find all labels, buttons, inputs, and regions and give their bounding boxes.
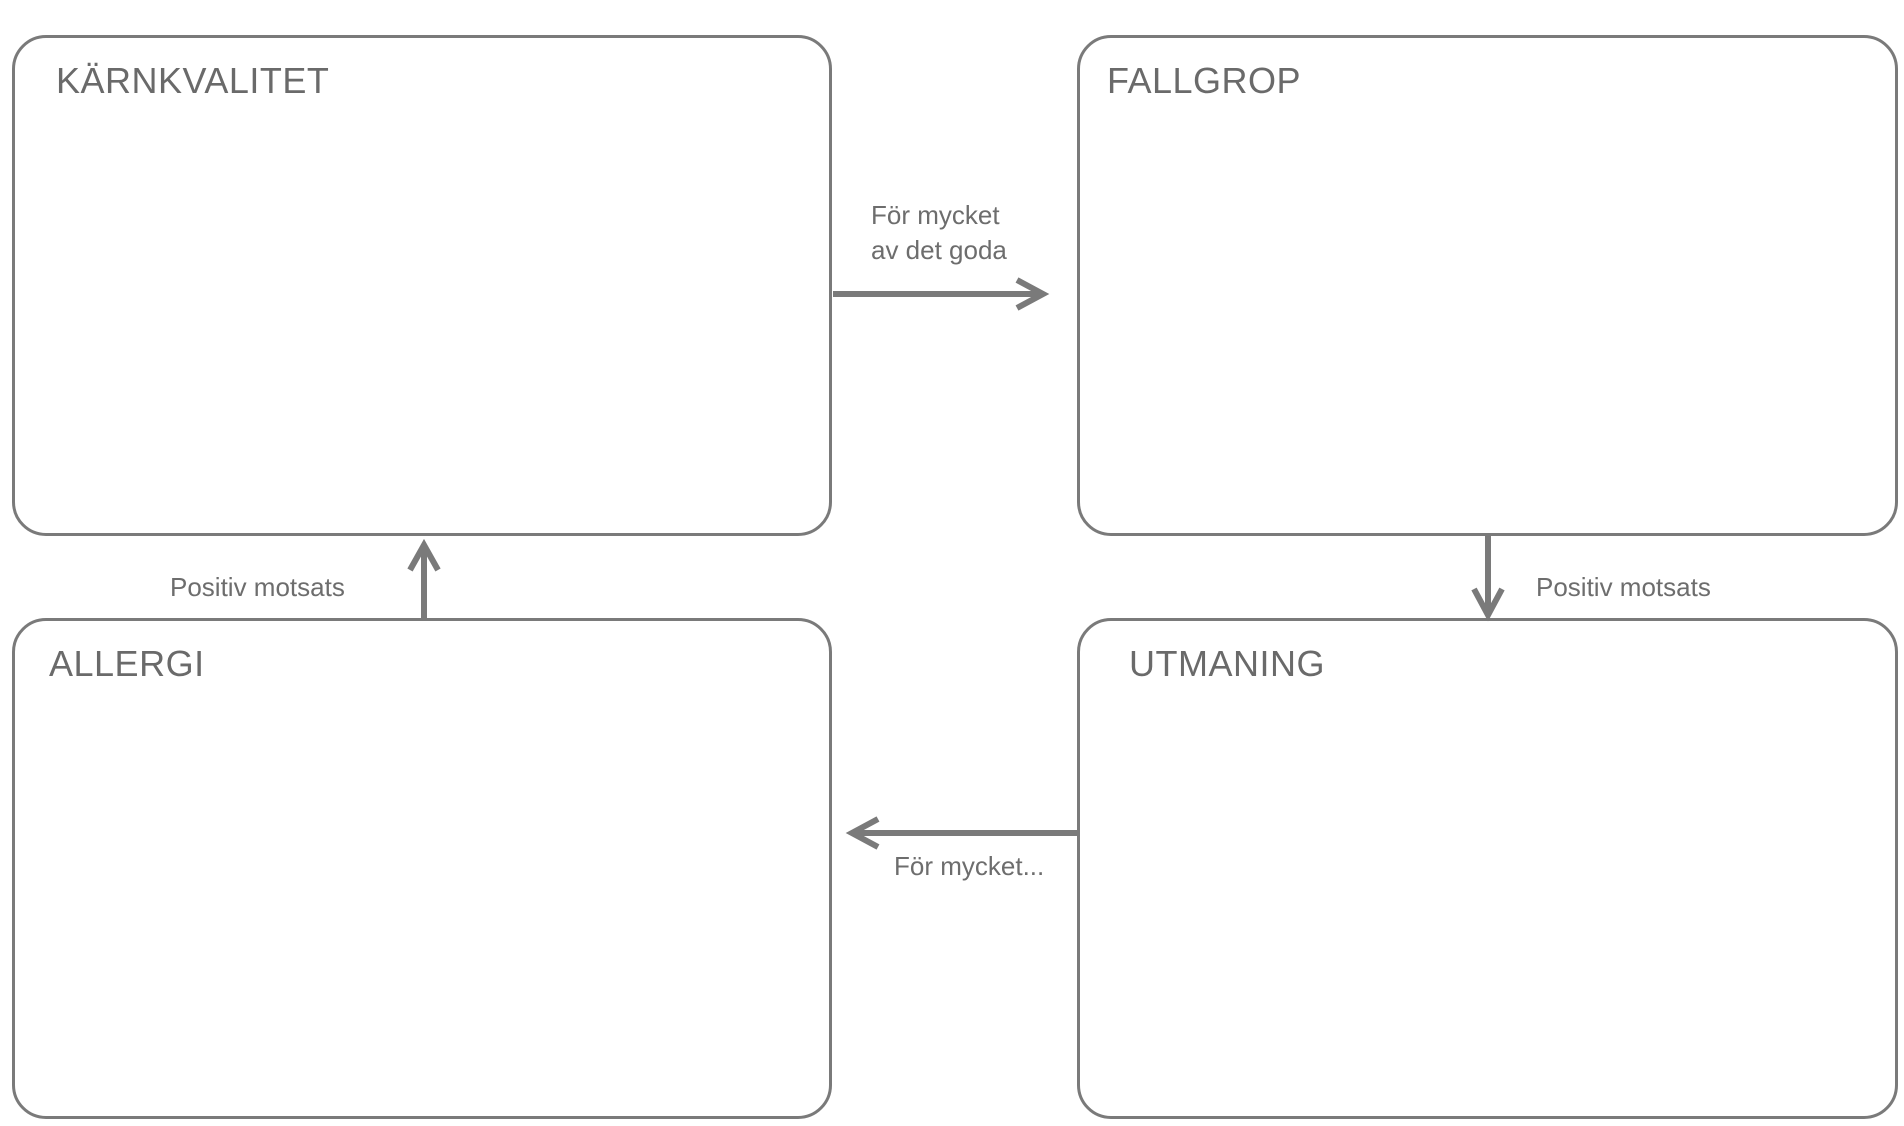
edge-label-pitfall-to-challenge: Positiv motsats — [1536, 572, 1711, 602]
edge-label-core-to-pitfall-line1: För mycket — [871, 200, 1000, 230]
core-quality-title: KÄRNKVALITET — [56, 60, 330, 101]
core-quality-box: KÄRNKVALITET — [12, 35, 832, 536]
edge-label-challenge-to-allergy: För mycket... — [894, 851, 1045, 881]
pitfall-box: FALLGROP — [1077, 35, 1898, 536]
challenge-box: UTMANING — [1077, 618, 1898, 1119]
arrow-core-to-pitfall — [833, 277, 1050, 311]
allergy-box: ALLERGI — [12, 618, 832, 1119]
allergy-title: ALLERGI — [49, 643, 205, 684]
edge-label-core-to-pitfall-line2: av det goda — [871, 235, 1007, 265]
challenge-title: UTMANING — [1129, 643, 1325, 684]
pitfall-title: FALLGROP — [1107, 60, 1302, 101]
arrow-pitfall-to-challenge — [1471, 536, 1505, 622]
arrow-allergy-to-core — [407, 538, 441, 619]
arrow-challenge-to-allergy — [845, 816, 1080, 850]
edge-label-allergy-to-core: Positiv motsats — [170, 572, 345, 602]
